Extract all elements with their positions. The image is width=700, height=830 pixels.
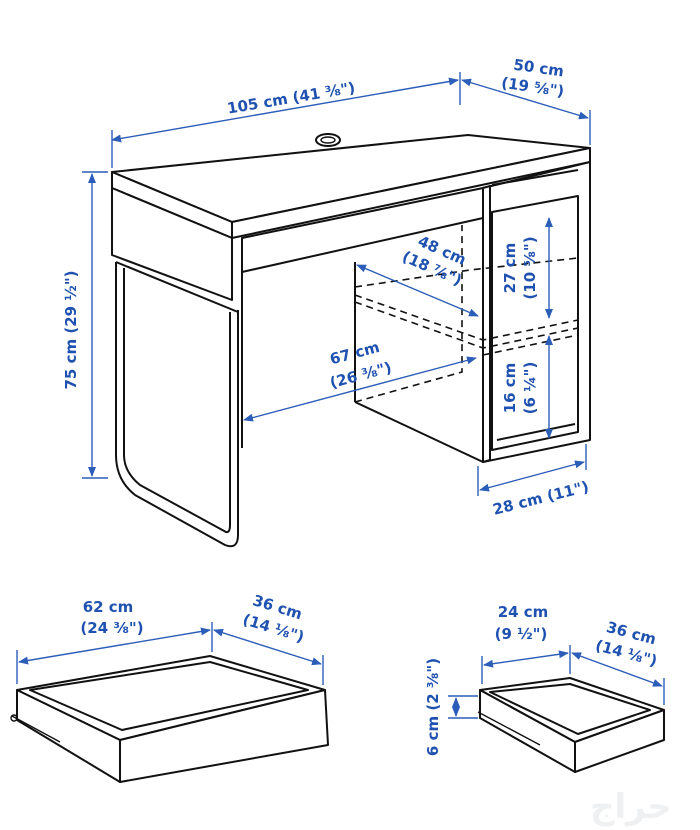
width-dimension-line <box>111 77 459 143</box>
lower-shelf-label-cm: 16 cm <box>501 363 519 414</box>
large-drawer-depth-line <box>213 628 322 666</box>
left-panel <box>111 187 233 301</box>
small-drawer-depth-line <box>571 652 663 687</box>
watermark-logo: حراج <box>590 787 672 827</box>
depth-dimension-line <box>461 78 589 120</box>
left-leg-frame <box>115 262 239 548</box>
small-drawer-width-in: (9 ½") <box>495 625 548 643</box>
large-drawer-width-line <box>18 627 211 665</box>
small-drawer-width-line <box>483 650 569 668</box>
upper-shelf-label-in: (10 ⅝") <box>521 236 539 299</box>
inner-depth-dimension-line <box>356 264 479 317</box>
small-drawer-width-cm: 24 cm <box>498 603 549 621</box>
upper-shelf-label-cm: 27 cm <box>501 243 519 294</box>
small-drawer-height-label: 6 cm (2 ⅜") <box>424 658 442 756</box>
cabinet-width-dimension-line <box>479 460 585 492</box>
knee-width-dimension-line <box>243 356 477 422</box>
height-label: 75 cm (29 ½") <box>62 271 80 390</box>
width-label: 105 cm (41 ⅜") <box>226 79 357 118</box>
lower-shelf-label-in: (6 ¼") <box>521 362 539 415</box>
desk-drawing <box>111 133 591 548</box>
small-drawer-drawing <box>477 677 665 773</box>
large-drawer-width-cm: 62 cm <box>83 598 134 616</box>
large-drawer-drawing <box>10 655 329 783</box>
cable-grommet <box>315 133 341 147</box>
large-drawer-width-in: (24 ⅜") <box>80 619 143 637</box>
cabinet-opening <box>491 195 579 451</box>
